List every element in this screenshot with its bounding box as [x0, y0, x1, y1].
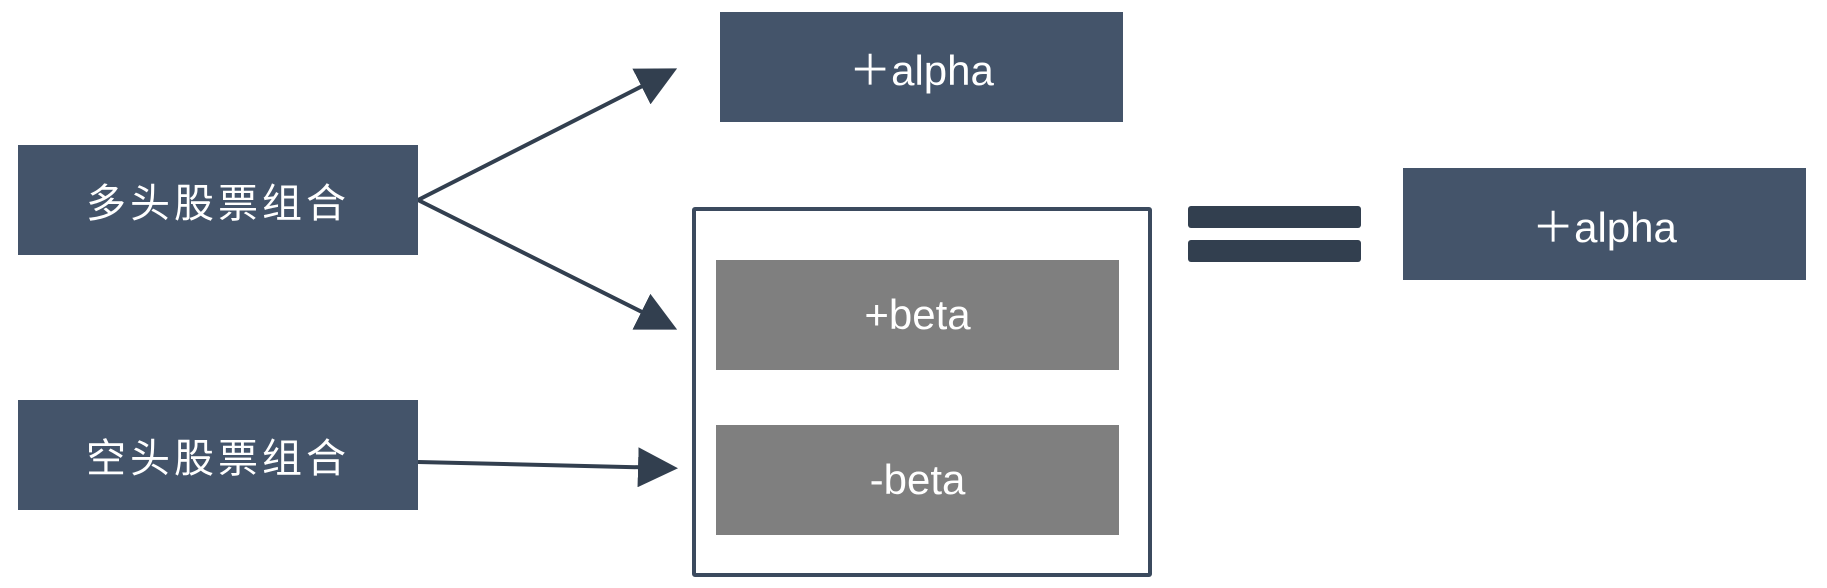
arrow-short-to-beta-minus [417, 447, 678, 488]
equals-sign-bottom-bar [1188, 240, 1361, 262]
beta-plus-box: +beta [716, 260, 1119, 370]
alpha-box-top: ＋alpha [720, 12, 1123, 122]
beta-plus-label: +beta [864, 291, 971, 338]
short-portfolio-label: 空头股票组合 [86, 436, 350, 482]
beta-minus-label: -beta [869, 456, 966, 503]
alpha-top-label: ＋alpha [849, 46, 994, 94]
short-portfolio-box: 空头股票组合 [18, 400, 418, 510]
arrow-long-to-beta-plus [417, 198, 678, 330]
beta-minus-box: -beta [716, 425, 1119, 535]
long-portfolio-label: 多头股票组合 [86, 181, 350, 227]
equals-sign-top-bar [1188, 206, 1361, 228]
long-portfolio-box: 多头股票组合 [18, 145, 418, 255]
alpha-result-box: ＋alpha [1403, 168, 1806, 280]
alpha-result-label: ＋alpha [1532, 203, 1677, 251]
arrow-long-to-alpha [417, 68, 678, 202]
beta-group-frame [692, 207, 1152, 577]
